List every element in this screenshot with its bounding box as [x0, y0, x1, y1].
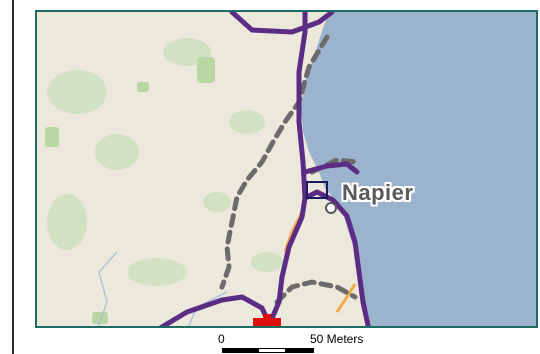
scale-segment-white: [258, 348, 286, 353]
forest-patches: [45, 57, 215, 324]
map-canvas: [37, 12, 536, 328]
left-border-line: [12, 0, 14, 354]
highlighted-routes: [158, 12, 371, 326]
sea-area: [301, 12, 536, 326]
town-symbol-icon: [325, 202, 337, 214]
map-view[interactable]: Napier: [35, 10, 538, 328]
selection-box[interactable]: [306, 181, 328, 199]
red-marker-tab: [263, 314, 271, 320]
scale-end-label: 50 Meters: [310, 332, 364, 346]
scale-segment-black-2: [286, 348, 314, 353]
scale-segment-black: [222, 348, 258, 353]
red-marker-icon[interactable]: [253, 318, 281, 328]
place-label-napier: Napier: [342, 180, 414, 205]
scale-bar: 0 50 Meters: [0, 328, 540, 354]
scale-start-label: 0: [218, 332, 225, 346]
vegetation-patches: [47, 38, 283, 286]
